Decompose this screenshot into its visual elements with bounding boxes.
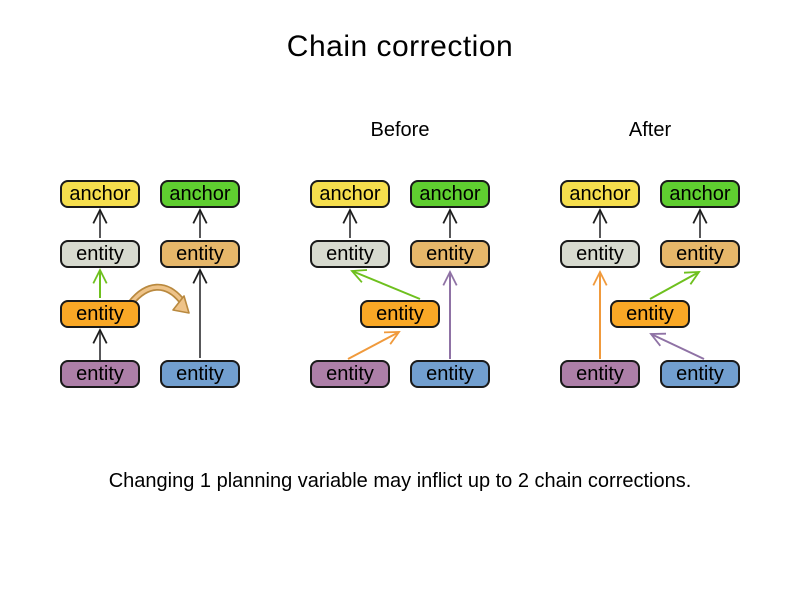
entity-node: entity [160, 240, 240, 268]
anchor-node: anchor [60, 180, 140, 208]
entity-node: entity [60, 300, 140, 328]
entity-node: entity [410, 240, 490, 268]
entity-node: entity [160, 360, 240, 388]
entity-node: entity [310, 360, 390, 388]
entity-node: entity [560, 360, 640, 388]
entity-node: entity [660, 360, 740, 388]
entity-node: entity [60, 240, 140, 268]
entity-node: entity [610, 300, 690, 328]
move-arrow [127, 283, 190, 314]
after-label: After [628, 119, 672, 141]
entity-node: entity [560, 240, 640, 268]
anchor-node: anchor [160, 180, 240, 208]
anchor-node: anchor [560, 180, 640, 208]
move-arrow-body [129, 285, 183, 305]
anchor-node: anchor [310, 180, 390, 208]
entity-node: entity [60, 360, 140, 388]
entity-node: entity [310, 240, 390, 268]
page-title: Chain correction [286, 30, 514, 63]
entity-node: entity [410, 360, 490, 388]
entity-node: entity [360, 300, 440, 328]
anchor-node: anchor [660, 180, 740, 208]
entity-node: entity [660, 240, 740, 268]
caption-text: Changing 1 planning variable may inflict… [108, 470, 692, 492]
before-label: Before [370, 119, 430, 141]
move-arrow-head [172, 295, 190, 314]
anchor-node: anchor [410, 180, 490, 208]
